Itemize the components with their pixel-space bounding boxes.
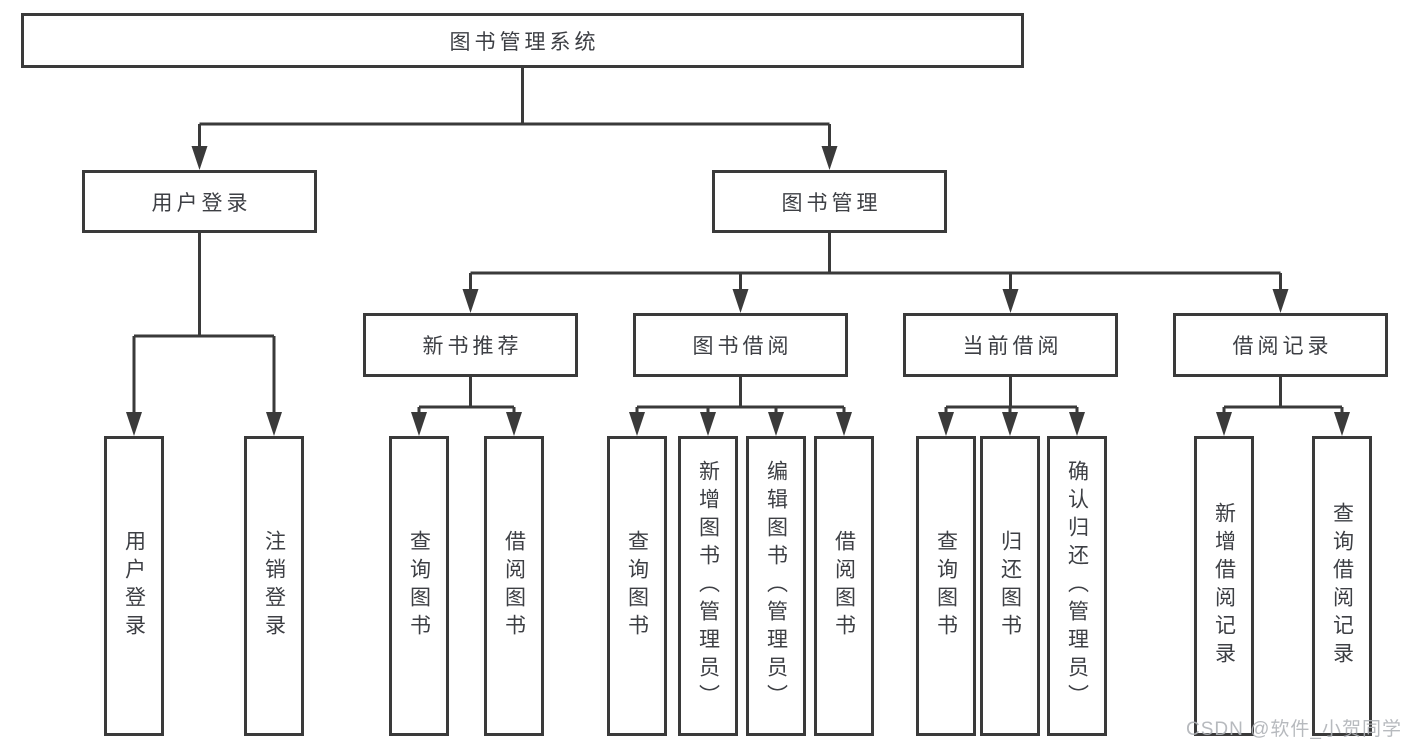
node-label: 图书借阅 (692, 335, 793, 358)
node-label: 注销登录 (262, 530, 286, 642)
node-query-books-newrec: 查询图书 (389, 436, 449, 736)
node-query-books-current: 查询图书 (916, 436, 976, 736)
node-borrow-books-newrec: 借阅图书 (484, 436, 544, 736)
node-label: 新书推荐 (422, 335, 523, 358)
node-add-books-admin: 新增图书（管理员） (678, 436, 738, 736)
node-label: 用户登录 (122, 530, 146, 642)
node-label: 新增图书（管理员） (696, 460, 720, 712)
node-label: 新增借阅记录 (1212, 502, 1236, 670)
node-edit-books-admin: 编辑图书（管理员） (746, 436, 806, 736)
connector-book-management-to-level3 (462, 233, 1289, 313)
connector-current-borrowing-to-leaves (938, 377, 1085, 436)
node-new-book-recommendation: 新书推荐 (363, 313, 578, 377)
connector-new-book-rec-to-leaves (411, 377, 522, 436)
node-label: 查询图书 (934, 530, 958, 642)
node-borrowing-records: 借阅记录 (1173, 313, 1388, 377)
node-book-borrowing: 图书借阅 (633, 313, 848, 377)
node-label: 查询图书 (407, 530, 431, 642)
connector-root-to-level2 (191, 68, 838, 170)
node-label: 当前借阅 (962, 335, 1063, 358)
connector-user-login-to-leaves (126, 233, 282, 436)
node-label: 用户登录 (151, 191, 252, 215)
node-label: 借阅记录 (1232, 335, 1333, 358)
node-user-login: 用户登录 (104, 436, 164, 736)
node-label: 编辑图书（管理员） (764, 460, 788, 712)
node-query-borrow-record: 查询借阅记录 (1312, 436, 1372, 736)
node-label: 图书管理 (781, 191, 882, 215)
node-query-books-borrowing: 查询图书 (607, 436, 667, 736)
connector-borrowing-records-to-leaves (1216, 377, 1350, 436)
node-label: 查询借阅记录 (1330, 502, 1354, 670)
node-logout: 注销登录 (244, 436, 304, 736)
node-book-management: 图书管理 (712, 170, 947, 233)
node-label: 借阅图书 (832, 530, 856, 642)
node-label: 借阅图书 (502, 530, 526, 642)
node-confirm-return-admin: 确认归还（管理员） (1047, 436, 1107, 736)
node-label: 图书管理系统 (449, 30, 600, 54)
node-label: 归还图书 (998, 530, 1022, 642)
node-library-management-system: 图书管理系统 (21, 13, 1024, 68)
node-user-login-group: 用户登录 (82, 170, 317, 233)
node-return-books: 归还图书 (980, 436, 1040, 736)
node-label: 查询图书 (625, 530, 649, 642)
node-borrow-books-borrowing: 借阅图书 (814, 436, 874, 736)
csdn-watermark: CSDN @软件_小贺同学 (1186, 719, 1402, 740)
node-label: 确认归还（管理员） (1065, 460, 1089, 712)
node-add-borrow-record: 新增借阅记录 (1194, 436, 1254, 736)
node-current-borrowing: 当前借阅 (903, 313, 1118, 377)
connector-book-borrowing-to-leaves (629, 377, 852, 436)
